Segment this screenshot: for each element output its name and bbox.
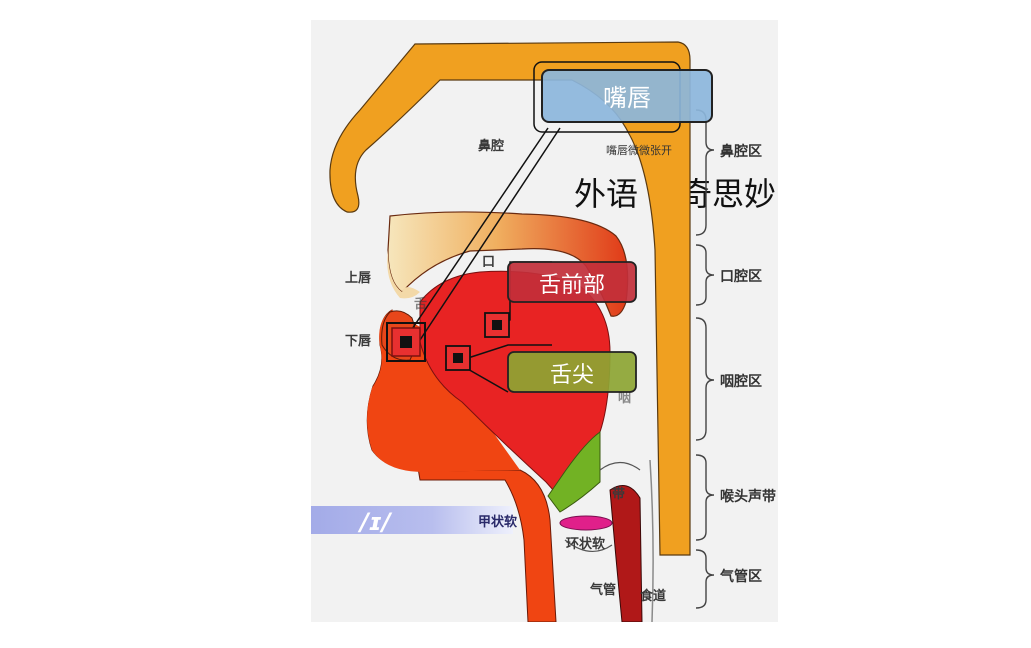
- vocal-cords: [559, 515, 613, 531]
- callout-tongue-front-label: 舌前部: [539, 273, 605, 298]
- overlay-text-right: 奇思妙: [680, 175, 776, 213]
- tongue-tip-pointer-2: [465, 367, 509, 393]
- brace-trachea: [695, 549, 715, 609]
- region-oral: 口腔区: [720, 268, 762, 285]
- phoneme-band: [311, 506, 513, 534]
- overlay-text-left: 外语: [574, 175, 638, 213]
- callout-tongue-tip-label: 舌尖: [550, 363, 594, 388]
- marker-tongue-front: [484, 312, 510, 338]
- label-thyroid: 甲状软: [478, 514, 517, 530]
- label-pharynx: 咽: [618, 391, 631, 406]
- tongue-tip-pointer: [467, 344, 552, 359]
- label-upper-lip: 上唇: [345, 270, 372, 286]
- label-esophagus: 食道: [640, 588, 666, 604]
- label-cricoid: 环状软: [566, 536, 605, 552]
- lips-pointer-line-2: [419, 127, 561, 341]
- upper-lip: [387, 250, 420, 299]
- label-vocal-cord: 带: [612, 486, 625, 502]
- callout-lips: 嘴唇: [533, 61, 713, 133]
- region-larynx: 喉头声带: [720, 488, 776, 505]
- marker-lips: [386, 322, 426, 362]
- marker-tongue-tip: [445, 345, 471, 371]
- brace-pharyngeal: [695, 317, 715, 441]
- lips-note: 嘴唇微微张开: [606, 143, 672, 157]
- esophagus-line: [649, 459, 654, 622]
- brace-oral: [695, 244, 715, 306]
- region-pharyngeal: 咽腔区: [720, 373, 762, 390]
- lips-pointer-line: [409, 127, 549, 333]
- callout-tongue-front: 舌前部: [507, 261, 637, 303]
- region-trachea: 气管区: [719, 568, 762, 585]
- label-trachea: 气管: [590, 582, 616, 598]
- label-nasal-cavity: 鼻腔: [478, 138, 504, 154]
- region-nasal: 鼻腔区: [720, 143, 762, 160]
- trachea: [609, 485, 643, 622]
- diagram-panel: 外语 奇思妙 口 舌 咽 带 环状软 气管 食道 鼻腔 上唇 下唇: [311, 20, 778, 622]
- label-tongue: 舌: [414, 296, 427, 312]
- callout-lips-label: 嘴唇: [603, 84, 651, 112]
- brace-larynx: [695, 454, 715, 541]
- phoneme-symbol: /ɪ/: [357, 508, 393, 536]
- palate: [387, 211, 629, 317]
- epiglottis: [547, 431, 601, 513]
- label-mouth: 口: [482, 255, 495, 270]
- label-lower-lip: 下唇: [345, 333, 372, 349]
- larynx-outline: [564, 461, 641, 552]
- callout-tongue-tip: 舌尖: [507, 351, 637, 393]
